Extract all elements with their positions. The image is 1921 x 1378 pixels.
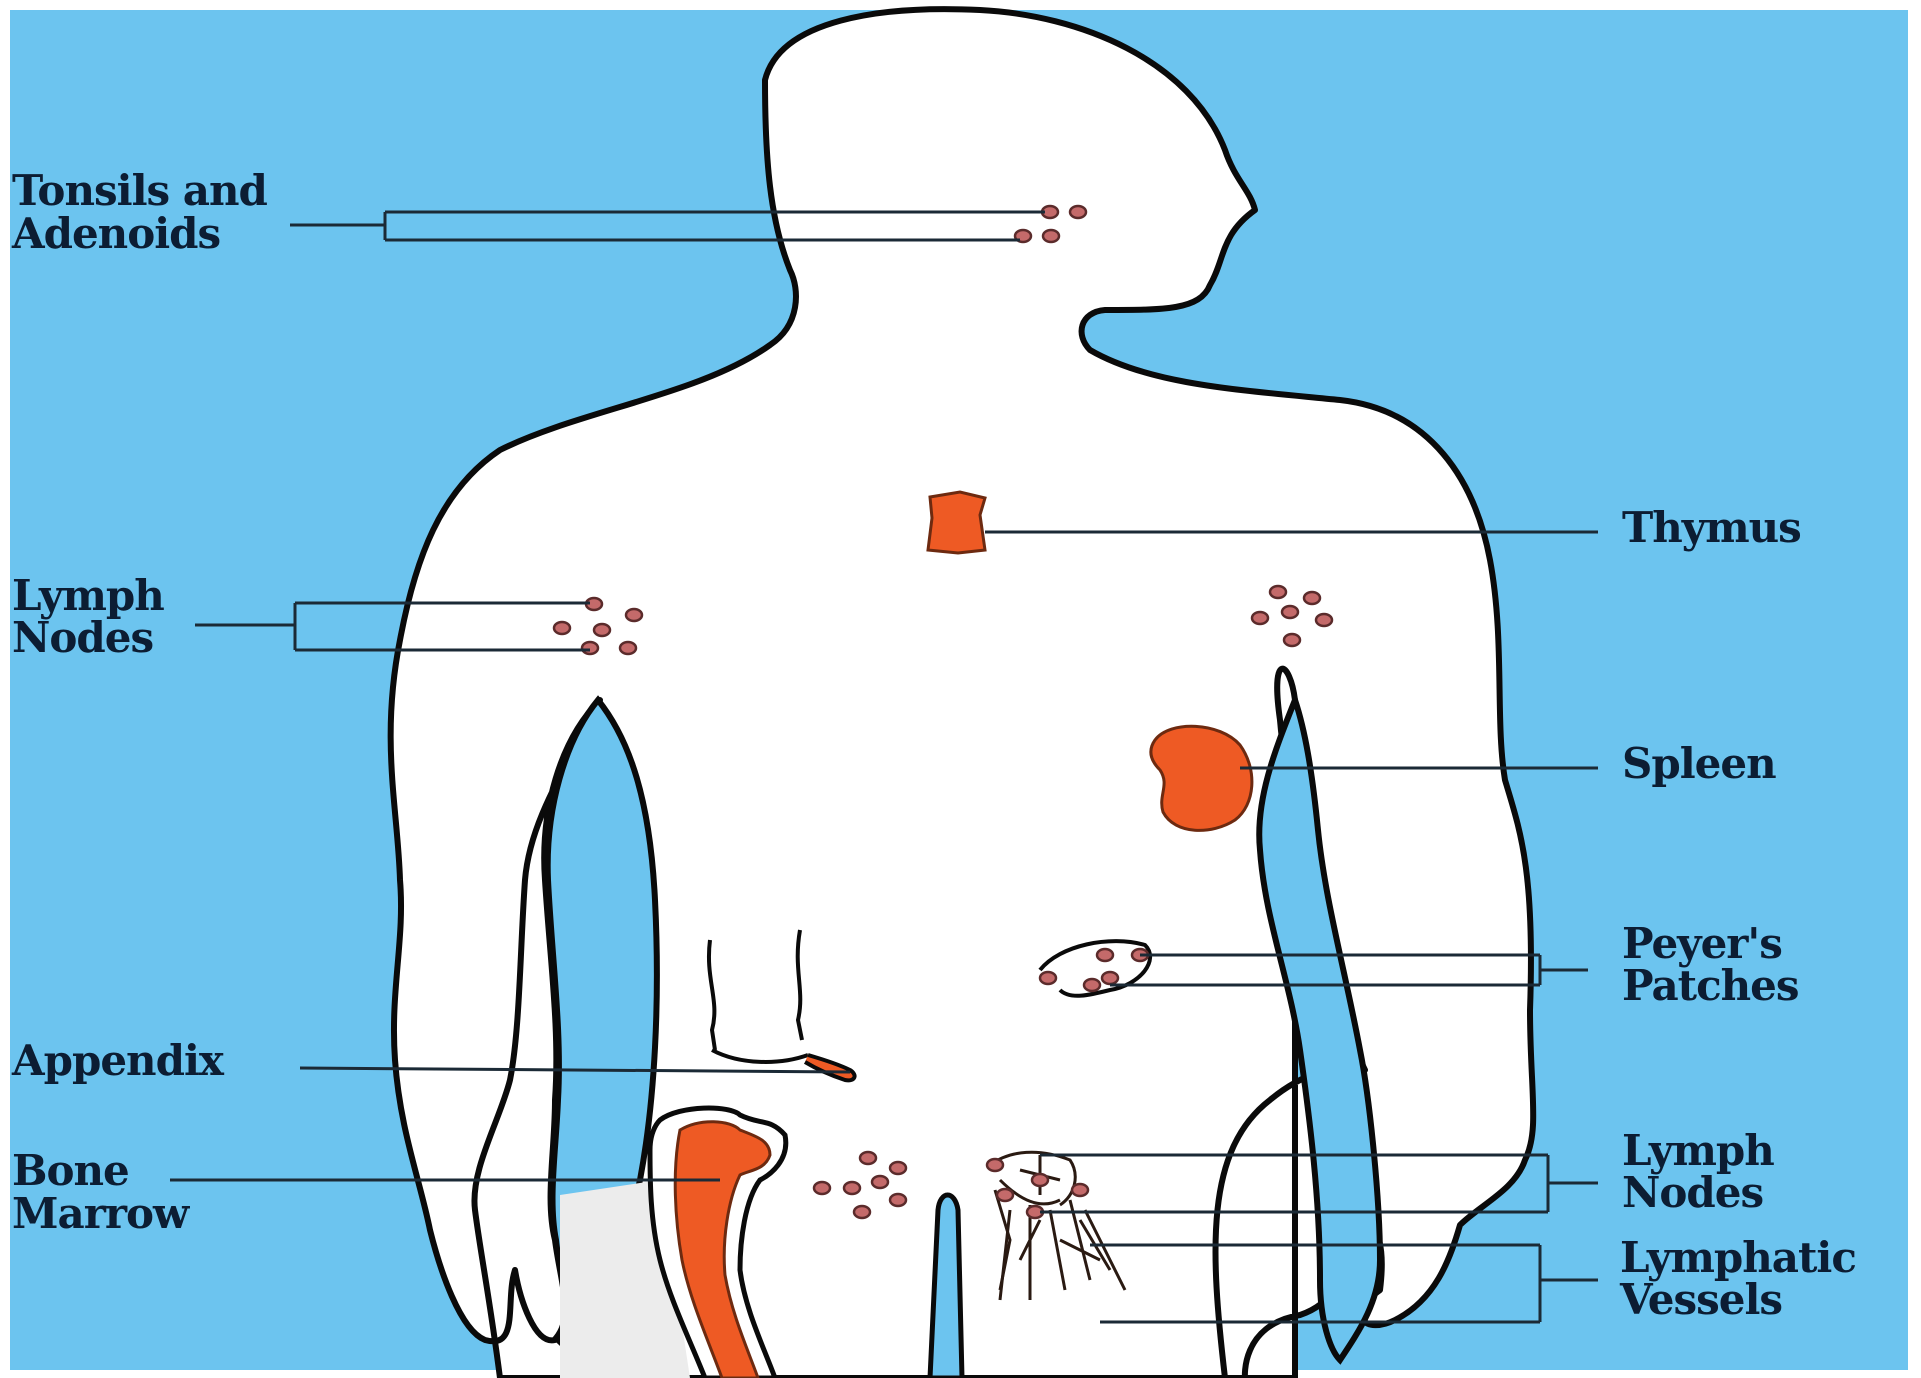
label-lymph-lower-line2: Nodes xyxy=(1622,1168,1763,1217)
label-peyers-line2: Patches xyxy=(1622,961,1799,1010)
label-thymus: Thymus xyxy=(1622,503,1801,552)
spleen xyxy=(1151,726,1252,830)
label-spleen: Spleen xyxy=(1622,739,1776,788)
label-tonsils-line1: Tonsils and xyxy=(12,166,268,215)
thymus xyxy=(928,492,985,553)
label-bone-marrow-line1: Bone xyxy=(12,1146,129,1195)
label-lymph-upper-line2: Nodes xyxy=(12,613,153,662)
right-border xyxy=(1908,0,1921,1378)
label-bone-marrow-line2: Marrow xyxy=(12,1189,190,1238)
label-lymphatic-line2: Vessels xyxy=(1619,1275,1782,1324)
label-appendix: Appendix xyxy=(11,1036,225,1085)
label-tonsils-line2: Adenoids xyxy=(11,209,220,258)
